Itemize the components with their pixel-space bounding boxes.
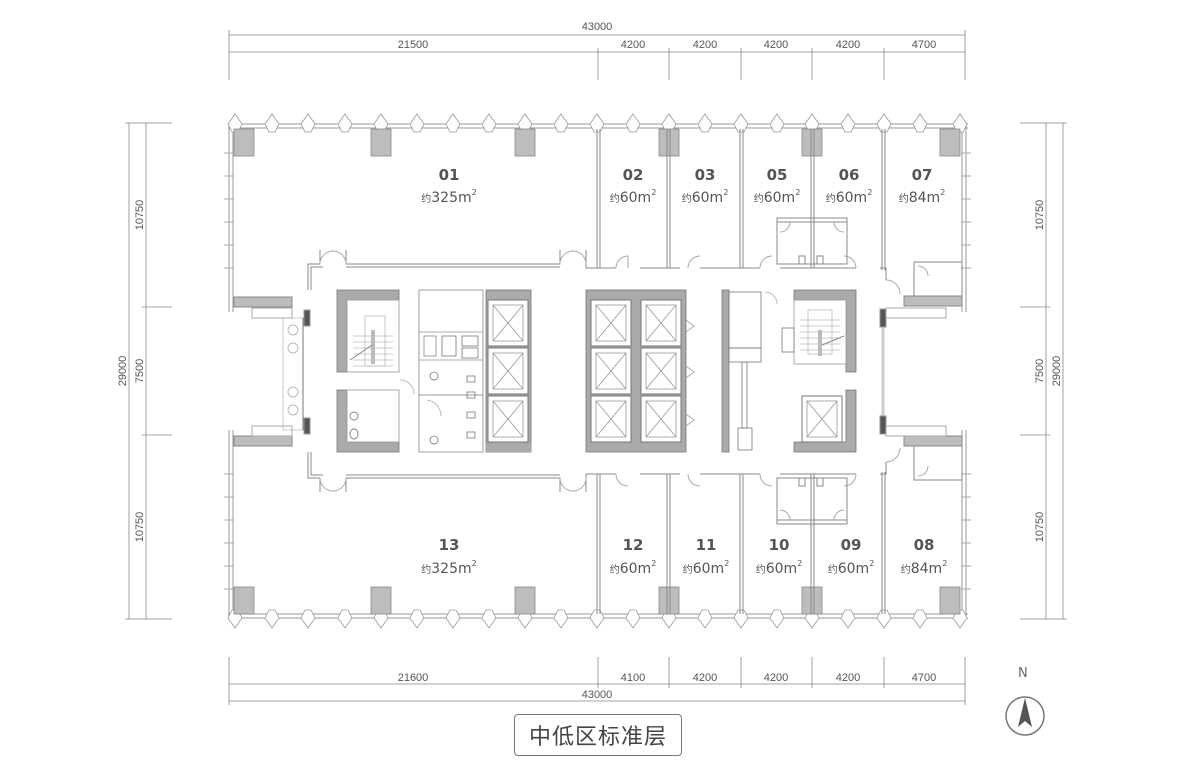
svg-text:约84m2: 约84m2 (901, 559, 948, 577)
left-dimension-lines (125, 122, 172, 620)
bottom-dimension-6: 4700 (912, 672, 936, 684)
right-dimension-2: 7500 (1034, 359, 1046, 383)
east-link-bridge (879, 307, 947, 437)
svg-text:约60m2: 约60m2 (610, 559, 657, 577)
svg-text:02: 02 (623, 166, 644, 184)
room-05: 05 约60m2 (754, 166, 801, 206)
top-dimension-1: 21500 (398, 39, 429, 51)
svg-text:09: 09 (841, 536, 862, 554)
bottom-dimension-1: 21600 (398, 672, 429, 684)
svg-text:约325m2: 约325m2 (421, 559, 476, 577)
svg-text:07: 07 (912, 166, 933, 184)
svg-text:约60m2: 约60m2 (682, 188, 729, 206)
svg-text:08: 08 (914, 536, 935, 554)
west-link-bridge (251, 307, 311, 437)
svg-text:约60m2: 约60m2 (754, 188, 801, 206)
svg-text:约60m2: 约60m2 (828, 559, 875, 577)
left-dimension-2: 7500 (134, 359, 146, 383)
floor-title: 中低区标准层 (514, 714, 682, 756)
room-11: 11 约60m2 (683, 536, 730, 577)
room-09: 09 约60m2 (828, 536, 875, 577)
bottom-dimension-4: 4200 (764, 672, 788, 684)
top-dimension-lines (228, 30, 966, 80)
bottom-dimension-2: 4100 (621, 672, 645, 684)
svg-text:约84m2: 约84m2 (899, 188, 946, 206)
room-01: 01 约325m2 (421, 166, 476, 206)
svg-text:06: 06 (839, 166, 860, 184)
room-08: 08 约84m2 (901, 536, 948, 577)
svg-text:12: 12 (623, 536, 644, 554)
east-stair-core (781, 289, 857, 453)
south-partitions (307, 445, 963, 614)
left-total-dimension: 29000 (117, 356, 129, 387)
south-east-shaft (903, 435, 963, 447)
south-west-shaft (233, 435, 293, 447)
bottom-total-dimension: 43000 (582, 689, 613, 701)
svg-text:约60m2: 约60m2 (826, 188, 873, 206)
top-total-dimension: 43000 (582, 21, 613, 33)
bottom-dimension-5: 4200 (836, 672, 860, 684)
top-dimension-5: 4200 (836, 39, 860, 51)
svg-text:约325m2: 约325m2 (421, 188, 476, 206)
svg-text:10: 10 (769, 536, 790, 554)
north-west-shaft (233, 296, 293, 308)
svg-text:约60m2: 约60m2 (756, 559, 803, 577)
svg-text:约60m2: 约60m2 (610, 188, 657, 206)
svg-text:13: 13 (439, 536, 460, 554)
top-dimension-4: 4200 (764, 39, 788, 51)
west-elevator-bank (485, 289, 532, 453)
svg-text:05: 05 (767, 166, 788, 184)
restroom-block (399, 289, 484, 453)
north-east-shaft (903, 295, 963, 307)
service-shaft (721, 289, 778, 453)
right-dimension-1: 10750 (1034, 200, 1046, 231)
room-10: 10 约60m2 (756, 536, 803, 577)
room-13: 13 约325m2 (421, 536, 476, 577)
svg-text:03: 03 (695, 166, 716, 184)
room-07: 07 约84m2 (899, 166, 946, 206)
top-dimension-2: 4200 (621, 39, 645, 51)
structural-columns (233, 128, 961, 615)
left-dimension-3: 10750 (134, 512, 146, 543)
room-02: 02 约60m2 (610, 166, 657, 206)
room-12: 12 约60m2 (610, 536, 657, 577)
top-dimension-6: 4700 (912, 39, 936, 51)
right-dimension-3: 10750 (1034, 512, 1046, 543)
svg-text:01: 01 (439, 166, 460, 184)
north-partitions (307, 129, 963, 297)
north-label: N (1018, 666, 1028, 681)
svg-text:11: 11 (696, 536, 717, 554)
bottom-dimension-3: 4200 (693, 672, 717, 684)
right-dimension-lines (1020, 122, 1067, 620)
room-06: 06 约60m2 (826, 166, 873, 206)
left-dimension-1: 10750 (134, 200, 146, 231)
top-dimension-3: 4200 (693, 39, 717, 51)
west-stair-core (336, 289, 400, 453)
svg-text:约60m2: 约60m2 (683, 559, 730, 577)
central-elevator-bank (585, 289, 695, 453)
side-facade-ticks (224, 152, 971, 590)
right-total-dimension: 29000 (1051, 356, 1063, 387)
north-arrow-icon (1005, 696, 1045, 736)
bottom-dimension-lines (228, 657, 966, 705)
room-03: 03 约60m2 (682, 166, 729, 206)
